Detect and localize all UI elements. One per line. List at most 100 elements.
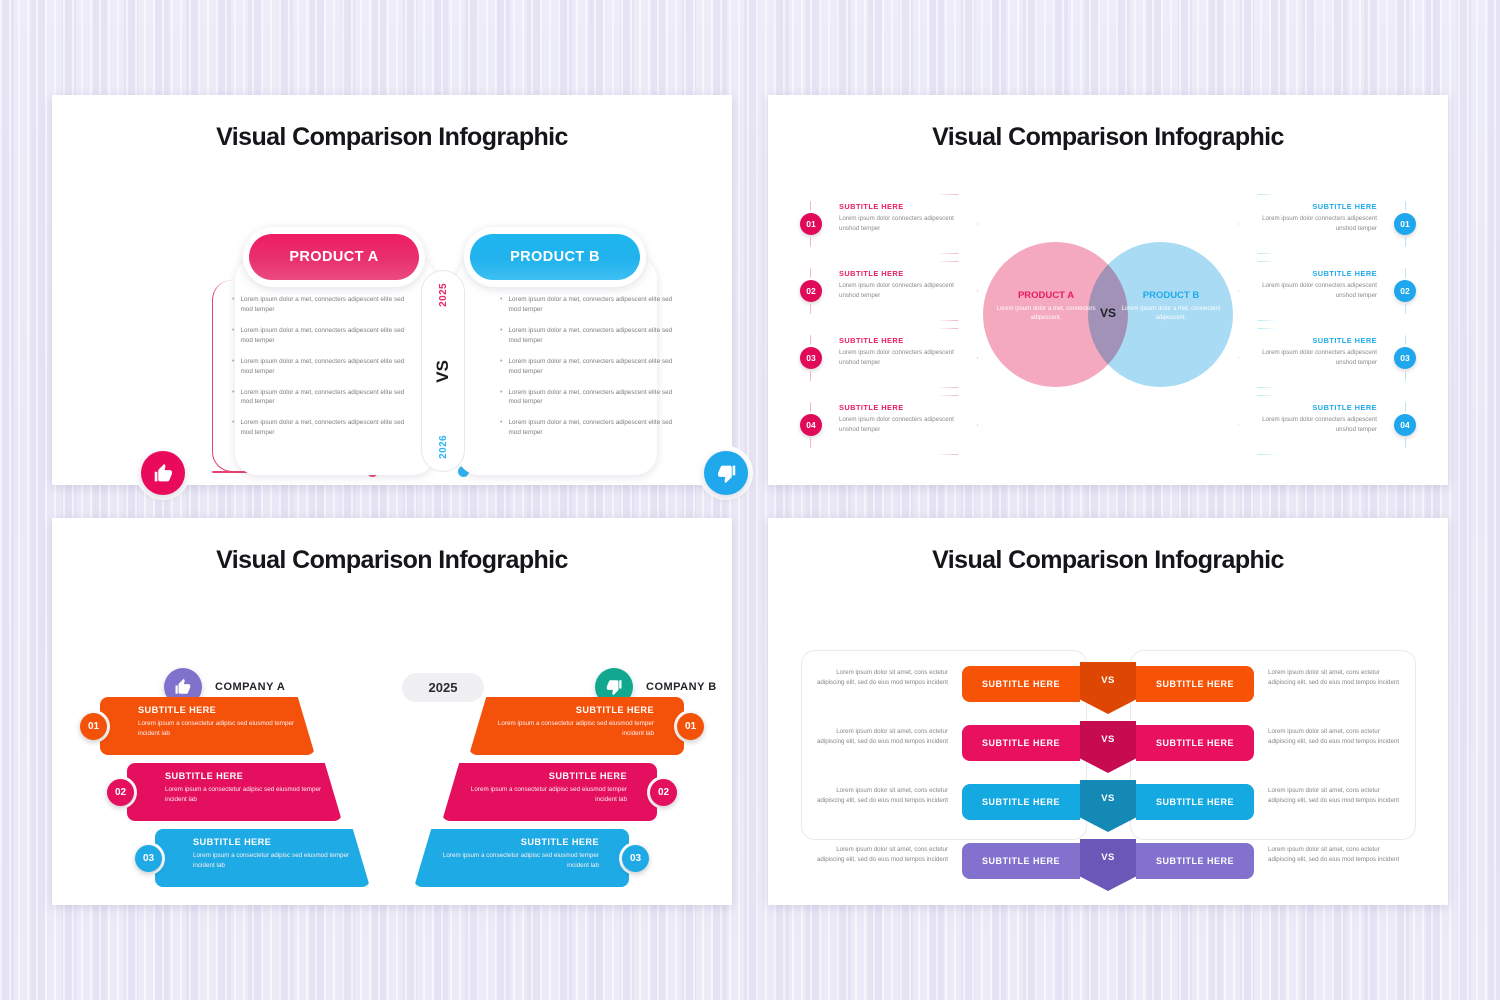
bullet-dot-icon: •: [232, 357, 235, 365]
company-b-label: COMPANY B: [646, 681, 717, 693]
vs-chevron: VS: [1080, 839, 1136, 891]
panel2-stage: PRODUCT A Lorem ipsum dolor a met, conne…: [768, 152, 1448, 472]
info-box-number-badge: 04: [1394, 414, 1416, 436]
row-right-label-bar[interactable]: SUBTITLE HERE: [1136, 725, 1254, 761]
row-shape: [127, 763, 342, 821]
product-a-card: [235, 257, 435, 475]
vs-label: VS: [433, 359, 452, 383]
info-box-number-badge: 04: [800, 414, 822, 436]
bullet-dot-icon: •: [500, 296, 503, 303]
bullet-item: •Lorem ipsum dolor a met, connecters adi…: [500, 326, 675, 346]
row-content: SUBTITLE HERE Lorem ipsum a consectetur a…: [424, 837, 599, 871]
thumbs-down-icon: [704, 451, 748, 495]
panel4-stage: Lorem ipsum dolor sit amet, cons ectetur…: [768, 575, 1448, 893]
company-b-row-02[interactable]: SUBTITLE HERE Lorem ipsum a consectetur a…: [442, 763, 657, 821]
row-right-description: Lorem ipsum dolor sit amet, cons ectetur…: [1268, 846, 1400, 863]
row-number-badge: 01: [80, 713, 107, 740]
bullet-item: •Lorem ipsum dolor a met, connecters adi…: [232, 357, 407, 377]
venn-body-a: Lorem ipsum dolor a met, connecters adip…: [996, 306, 1096, 321]
info-box-body: Lorem ipsum dolor connecters adipescent …: [839, 282, 954, 299]
bullet-dot-icon: •: [500, 357, 503, 365]
info-box-number-badge: 01: [800, 213, 822, 235]
info-box-subtitle: SUBTITLE HERE: [839, 202, 904, 211]
info-box-body: Lorem ipsum dolor connecters adipescent …: [839, 349, 954, 366]
row-number-badge: 02: [650, 779, 677, 806]
year-badge: 2025: [402, 673, 484, 702]
info-box-body: Lorem ipsum dolor connecters adipescent …: [1262, 215, 1377, 232]
slide-panel-product-comparison: Visual Comparison Infographic PRODUCT A …: [52, 95, 748, 495]
row-subtitle: SUBTITLE HERE: [548, 771, 627, 781]
row-right-label-bar[interactable]: SUBTITLE HERE: [1136, 843, 1254, 879]
row-body: Lorem ipsum a consectetur adipisc sed ei…: [470, 786, 627, 803]
info-box-content: SUBTITLE HERE Lorem ipsum dolor connecter…: [1239, 396, 1405, 434]
row-left-description: Lorem ipsum dolor sit amet, cons ectetur…: [816, 787, 948, 804]
row-left-label-bar[interactable]: SUBTITLE HERE: [962, 666, 1080, 702]
info-box-number-badge: 03: [1394, 347, 1416, 369]
info-box-number-badge: 01: [1394, 213, 1416, 235]
venn-title-b: PRODUCT B: [1142, 290, 1200, 301]
page-title: Visual Comparison Infographic: [932, 123, 1284, 151]
row-shape: [469, 697, 684, 755]
bullet-item: • Lorem ipsum dolor a met, connecters adi…: [500, 357, 675, 377]
bullet-text: Lorem ipsum dolor a met, connecters adip…: [240, 326, 405, 344]
product-b-bullet-list: • Lorem ipsum dolor a met, connecters adi…: [500, 295, 675, 449]
row-number-badge: 03: [622, 845, 649, 872]
info-box-right-04[interactable]: SUBTITLE HERE Lorem ipsum dolor connecter…: [1238, 395, 1406, 455]
bullet-item: •Lorem ipsum dolor a met, connecters adi…: [232, 418, 407, 438]
page-title: Visual Comparison Infographic: [932, 546, 1284, 574]
info-box-subtitle: SUBTITLE HERE: [1312, 403, 1377, 412]
row-left-label-bar[interactable]: SUBTITLE HERE: [962, 843, 1080, 879]
bullet-text: Lorem ipsum dolor a met, connecters adip…: [508, 357, 673, 375]
row-left-description: Lorem ipsum dolor sit amet, cons ectetur…: [816, 728, 948, 745]
panel1-stage: PRODUCT A PRODUCT B • Lorem ipsum dolor a…: [52, 152, 748, 495]
product-b-pill[interactable]: PRODUCT B: [470, 234, 640, 280]
right-connector-dot: [458, 466, 469, 477]
info-box-number-badge: 02: [1394, 280, 1416, 302]
page-title: Visual Comparison Infographic: [216, 123, 568, 151]
row-body: Lorem ipsum a consectetur adipisc sed ei…: [138, 720, 295, 737]
row-shape: [100, 697, 315, 755]
slide-panel-venn-comparison: Visual Comparison Infographic PRODUCT A …: [768, 95, 1448, 485]
info-box-body: Lorem ipsum dolor connecters adipescent …: [1262, 416, 1377, 433]
row-left-description: Lorem ipsum dolor sit amet, cons ectetur…: [816, 669, 948, 686]
vs-chevron: VS: [1080, 662, 1136, 714]
info-box-body: Lorem ipsum dolor connecters adipescent …: [1262, 282, 1377, 299]
row-subtitle: SUBTITLE HERE: [520, 837, 599, 847]
bullet-text: Lorem ipsum dolor a met, connecters adip…: [508, 326, 673, 344]
company-b-row-03[interactable]: SUBTITLE HERE Lorem ipsum a consectetur a…: [414, 829, 629, 887]
venn-diagram: PRODUCT A Lorem ipsum dolor a met, conne…: [983, 220, 1233, 410]
row-right-label-bar[interactable]: SUBTITLE HERE: [1136, 666, 1254, 702]
bullet-text: Lorem ipsum dolor a met, connecters adip…: [240, 388, 405, 406]
bullet-dot-icon: •: [500, 388, 503, 396]
row-body: Lorem ipsum a consectetur adipisc sed ei…: [497, 720, 654, 737]
vs-track: 2025 VS 2026: [421, 270, 465, 472]
row-subtitle: SUBTITLE HERE: [193, 837, 272, 847]
bullet-text: Lorem ipsum dolor a met, connecters adip…: [240, 419, 405, 437]
row-left-label-bar[interactable]: SUBTITLE HERE: [962, 784, 1080, 820]
row-right-description: Lorem ipsum dolor sit amet, cons ectetur…: [1268, 787, 1400, 804]
product-a-pill[interactable]: PRODUCT A: [249, 234, 419, 280]
row-body: Lorem ipsum a consectetur adipisc sed ei…: [442, 852, 599, 869]
row-left-label-bar[interactable]: SUBTITLE HERE: [962, 725, 1080, 761]
info-box-subtitle: SUBTITLE HERE: [1312, 336, 1377, 345]
bullet-item: •Lorem ipsum dolor a met, connecters adi…: [500, 418, 675, 438]
row-right-label-bar[interactable]: SUBTITLE HERE: [1136, 784, 1254, 820]
comparison-row-3: Lorem ipsum dolor sit amet, cons ectetur…: [768, 780, 1448, 832]
bullet-text: Lorem ipsum dolor a met, connecters adip…: [508, 388, 673, 406]
